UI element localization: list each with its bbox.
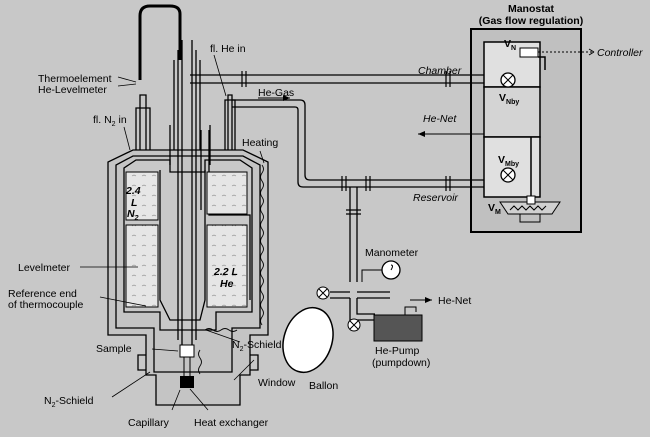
heat-exchanger-label: Heat exchanger: [194, 417, 269, 429]
chamber-label: Chamber: [418, 65, 462, 77]
valve-vm-diaphragm[interactable]: [499, 195, 561, 223]
valve-vnby-label: VNby: [499, 92, 519, 106]
valve-vmby-label: VMby: [498, 154, 519, 168]
sample-holder: [179, 344, 195, 358]
levelmeter-label: Levelmeter: [18, 262, 70, 274]
thermoelement-cable: [138, 4, 182, 80]
heating-wire-bottom: [198, 328, 238, 375]
manostat-subtitle: (Gas flow regulation): [479, 15, 583, 27]
n2-volume-2: L: [131, 197, 137, 209]
capillary-label: Capillary: [128, 417, 170, 429]
he-levelmeter-label: He-Levelmeter: [38, 84, 107, 96]
reservoir-label: Reservoir: [413, 192, 458, 204]
n2-schield-right-label: N2-Schield: [232, 339, 282, 353]
pipe-joints: [241, 71, 451, 215]
valve-vn-label: VN: [504, 38, 516, 52]
ballon-valve[interactable]: [316, 286, 330, 300]
reference-end-label-2: of thermocouple: [8, 299, 83, 311]
he-volume-1: 2.2 L: [213, 266, 238, 278]
he-volume-2: He: [220, 278, 234, 290]
fl-n2-in-label: fl. N2 in: [93, 114, 127, 128]
controller-link: [538, 48, 595, 56]
he-net-label-top: He-Net: [423, 113, 457, 125]
window-label: Window: [258, 377, 296, 389]
controller-label: Controller: [597, 47, 643, 59]
fl-he-in-label: fl. He in: [210, 43, 246, 55]
manometer-gauge: [361, 260, 401, 282]
heat-exchanger-block: [180, 376, 194, 388]
reference-end-label-1: Reference end: [8, 288, 77, 300]
ballon-label: Ballon: [309, 380, 338, 392]
thermoelement-label: Thermoelement: [38, 73, 112, 85]
liquid-he: [206, 224, 248, 308]
ballon-shape: [282, 307, 334, 373]
liquid-n2-upper: [125, 171, 159, 221]
liquid-n2-lower: [125, 224, 159, 308]
manostat-title: Manostat: [508, 3, 555, 15]
he-pump-label: He-Pump: [375, 345, 420, 357]
he-pump-outlet: [404, 306, 417, 315]
n2-volume-1: 2.4: [125, 185, 141, 197]
manostat-panel: [470, 28, 582, 233]
manometer-label: Manometer: [365, 247, 419, 259]
he-pump-sublabel: (pumpdown): [372, 357, 430, 369]
liquid-n2-right-upper: [206, 171, 248, 215]
he-pump-shape: [373, 314, 423, 342]
valve-vm-label: VM: [488, 202, 501, 216]
he-gas-label: He-Gas: [258, 87, 294, 99]
heating-label: Heating: [242, 137, 278, 149]
gas-lines: [190, 74, 484, 321]
n2-volume-3: N2: [127, 208, 139, 222]
pump-valve[interactable]: [347, 318, 361, 332]
sample-label: Sample: [96, 343, 132, 355]
n2-schield-left-label: N2-Schield: [44, 395, 94, 409]
leader-lines: [80, 54, 265, 411]
sample-rod: [183, 357, 191, 376]
he-net-label-pump: He-Net: [438, 295, 471, 307]
valve-vnby[interactable]: [500, 72, 516, 88]
heating-coil: [260, 164, 264, 326]
valve-vmby[interactable]: [500, 167, 516, 183]
